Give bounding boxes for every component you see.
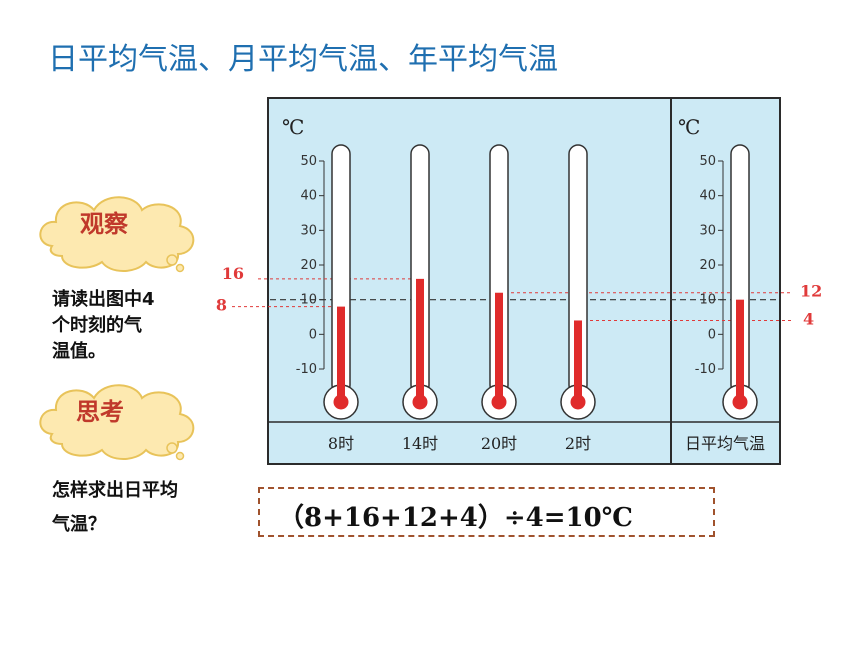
thermometer-chart: ℃ 50 40 30 20 10 0 -10 ℃ 50 40 30 20 10 0 -10 16 8 12 4 8时…: [216, 97, 822, 465]
value-annotation: 12: [800, 282, 822, 301]
unit-label: ℃: [678, 115, 700, 139]
thermometer-1-mercury-bar: [416, 278, 424, 398]
y-tick-label: 30: [699, 223, 716, 238]
thermometer-2-mercury-bar: [495, 292, 503, 398]
value-annotation: 4: [803, 309, 814, 328]
thermometer-0-mercury-bulb: [333, 394, 349, 410]
thermometer-3-mercury-bar: [574, 320, 582, 398]
value-annotation: 8: [216, 296, 227, 315]
unit-label: ℃: [282, 115, 304, 139]
value-annotation: 16: [222, 264, 244, 283]
average-label: 日平均气温: [685, 434, 765, 453]
think-label: 思考: [76, 398, 124, 426]
observe-prompt-line: 请读出图中4: [52, 289, 155, 310]
y-tick-label: 30: [300, 223, 317, 238]
observe-prompt-line: 温值。: [52, 341, 106, 362]
observe-cloud-icon: [39, 196, 195, 273]
y-tick-label: 10: [300, 293, 317, 308]
y-tick-label: -10: [695, 362, 716, 377]
category-label: 20时: [481, 434, 517, 453]
thermometer-3-mercury-bulb: [570, 394, 586, 410]
y-tick-label: 50: [300, 154, 317, 169]
y-tick-label: 40: [699, 189, 716, 204]
y-tick-label: 50: [699, 154, 716, 169]
y-tick-label: 10: [699, 293, 716, 308]
thermometer-average-mercury-bar: [736, 299, 744, 398]
y-tick-label: 40: [300, 189, 317, 204]
formula-text: （8+16+12+4）÷4=10℃: [278, 503, 633, 533]
thermometer-1-mercury-bulb: [412, 394, 428, 410]
y-tick-label: 0: [309, 327, 317, 342]
think-cloud-icon: [39, 384, 195, 461]
thermometer-average-mercury-bulb: [732, 394, 748, 410]
think-prompt-line: 气温？: [52, 514, 106, 535]
y-tick-label: 20: [300, 258, 317, 273]
thermometer-0-mercury-bar: [337, 306, 345, 398]
page-title: 日平均气温、月平均气温、年平均气温: [48, 42, 558, 77]
observe-prompt: 请读出图中4 个时刻的气 温值。: [52, 287, 155, 365]
category-label: 14时: [402, 434, 438, 453]
y-tick-label: 0: [708, 327, 716, 342]
think-prompt-line: 怎样求出日平均: [52, 480, 178, 501]
think-prompt: 怎样求出日平均 气温？: [52, 474, 178, 542]
y-tick-label: 20: [699, 258, 716, 273]
observe-label: 观察: [80, 210, 128, 238]
category-label: 8时: [328, 434, 354, 453]
y-tick-label: -10: [296, 362, 317, 377]
observe-prompt-line: 个时刻的气: [52, 315, 142, 336]
formula-box: （8+16+12+4）÷4=10℃: [258, 487, 715, 537]
category-label: 2时: [565, 434, 591, 453]
thermometer-2-mercury-bulb: [491, 394, 507, 410]
